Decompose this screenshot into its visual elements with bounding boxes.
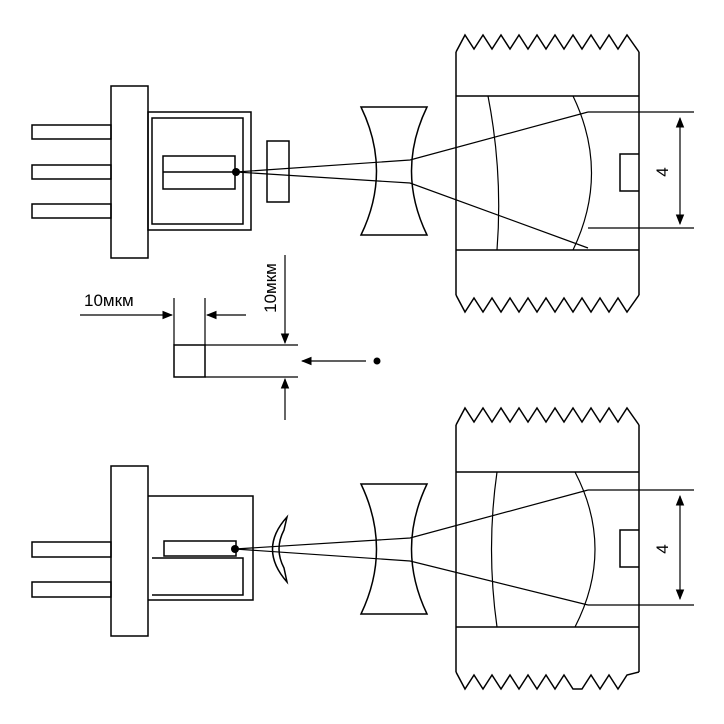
bottom-concave-lens <box>359 483 429 615</box>
emitter-detail: 10мкм 10мкм <box>80 255 381 420</box>
top-assembly: 4 <box>31 33 694 314</box>
top-laser-pins <box>31 124 112 219</box>
top-concave-lens <box>359 106 429 236</box>
bottom-lens-mount <box>455 406 640 691</box>
top-laser-flange <box>110 85 149 259</box>
top-beam <box>235 111 694 249</box>
top-lens-mount <box>455 33 640 314</box>
detail-reference-dot <box>373 357 381 365</box>
bottom-laser-pins <box>31 541 112 598</box>
bottom-meniscus-lens <box>271 514 289 585</box>
detail-width-label: 10мкм <box>84 291 134 310</box>
top-dimension-label: 4 <box>653 167 672 176</box>
bottom-dimension-label: 4 <box>653 544 672 553</box>
bottom-beam <box>234 489 694 606</box>
detail-height-label: 10мкм <box>261 263 280 313</box>
bottom-dimension: 4 <box>653 494 685 601</box>
bottom-laser-chip <box>163 540 237 557</box>
top-laser-chip <box>162 155 236 190</box>
top-window-plate <box>266 140 290 203</box>
bottom-assembly: 4 <box>31 406 694 691</box>
bottom-laser-flange <box>110 465 149 637</box>
emitter-square <box>173 344 206 378</box>
top-dimension: 4 <box>653 116 685 226</box>
